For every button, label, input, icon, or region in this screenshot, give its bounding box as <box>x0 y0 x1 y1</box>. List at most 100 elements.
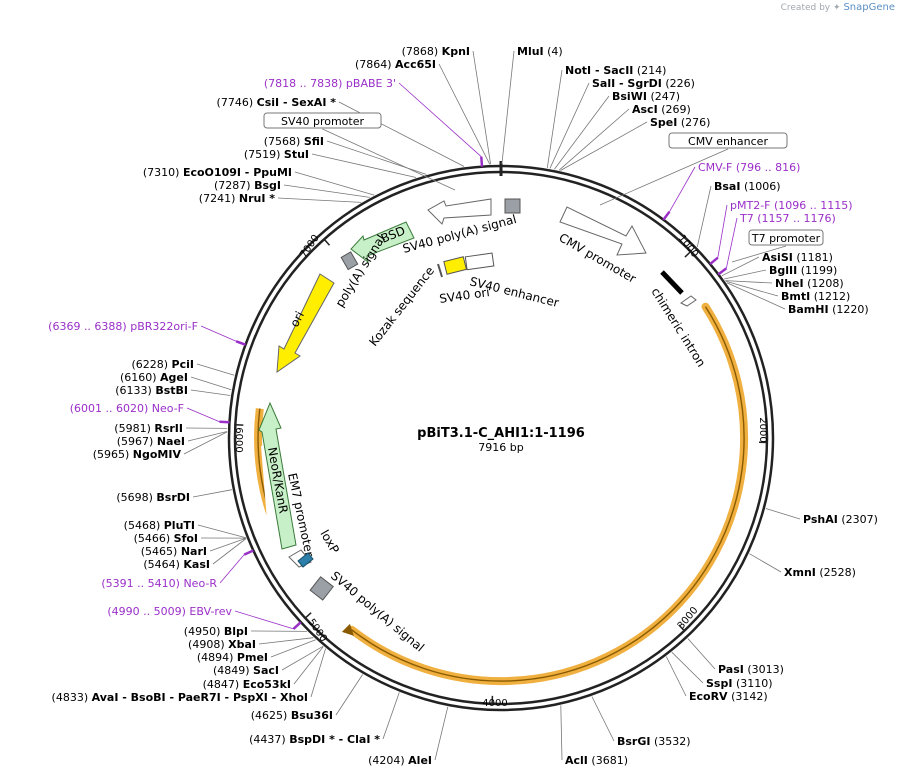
site-name: Eco53kI <box>243 678 291 691</box>
site-label: (5965) NgoMIV <box>93 448 182 461</box>
chimeric-intron-block <box>660 270 684 295</box>
primer-mark <box>235 340 246 346</box>
primer-label: pMT2-F (1096 .. 1115) <box>730 199 853 212</box>
leader-line <box>438 63 491 165</box>
primer-leader <box>186 407 220 423</box>
site-position: (5698) <box>116 491 153 504</box>
site-position: (7310) <box>143 166 180 179</box>
primer-mark <box>480 156 484 167</box>
primer-name: T7 <box>739 212 754 225</box>
leader-line <box>591 696 615 742</box>
primer-mark <box>662 211 671 221</box>
leader-line <box>765 508 801 520</box>
site-label: (4833) AvaI - BsoBI - PaeR7I - PspXI - X… <box>52 691 308 704</box>
leader-line <box>183 431 228 455</box>
site-position: (3110) <box>736 677 773 690</box>
ori-arrow <box>276 273 335 374</box>
site-position: (3681) <box>591 754 628 767</box>
site-name: Bsu36I <box>291 709 333 722</box>
site-name: BglII <box>769 264 797 277</box>
leader-line <box>283 184 370 198</box>
ori-label: ori <box>287 309 307 329</box>
site-position: (276) <box>681 116 711 129</box>
site-label: NotI - SacII (214) <box>565 64 666 77</box>
leader-line <box>382 692 400 740</box>
primer-mark <box>292 621 302 630</box>
cmv-promoter-arrow <box>559 206 647 256</box>
leader-line <box>472 50 491 165</box>
site-label: PshAI (2307) <box>803 513 878 526</box>
leader-line <box>326 140 427 175</box>
site-position: (2528) <box>819 566 856 579</box>
site-name: SspI <box>706 677 732 690</box>
leader-line <box>554 95 610 170</box>
leader-line <box>310 648 326 698</box>
site-label: (5464) KasI <box>143 558 210 571</box>
site-name: BstBI <box>155 384 188 397</box>
site-label: (7519) StuI <box>244 148 309 161</box>
site-label: NheI (1208) <box>775 277 844 290</box>
snapgene-logo-icon: ✦ <box>833 3 841 13</box>
site-position: (5967) <box>117 435 154 448</box>
sv40-promoter-box <box>263 112 382 129</box>
primer-leader <box>398 82 482 157</box>
primer-leader <box>717 204 728 258</box>
site-name: XbaI <box>228 638 256 651</box>
site-label: (7864) Acc65I <box>355 58 436 71</box>
site-name: PshAI <box>803 513 838 526</box>
leader-line <box>671 651 704 684</box>
site-label: (5465) NarI <box>141 545 207 558</box>
leader-line <box>725 280 779 297</box>
site-position: (5465) <box>141 545 178 558</box>
site-name: PciI <box>172 358 194 371</box>
leader-line <box>196 363 235 376</box>
polya-signal-block <box>340 251 359 271</box>
primer-leader <box>234 610 294 630</box>
primer-name: Neo-F <box>152 402 184 415</box>
primer-name: pBR322ori-F <box>130 320 198 333</box>
box-leader <box>322 128 456 191</box>
site-name: BamHI <box>788 303 829 316</box>
site-name: SfiI <box>304 135 324 148</box>
leader-line <box>277 197 362 203</box>
site-label: (7568) SfiI <box>264 135 324 148</box>
sv40-polya-bottom-block <box>309 576 334 601</box>
leader-line <box>187 431 228 442</box>
leader-line <box>726 282 786 310</box>
site-label: (5967) NaeI <box>117 435 185 448</box>
site-label: XmnI (2528) <box>784 566 856 579</box>
sv40-polya-bottom-label: SV40 poly(A) signal <box>328 569 427 655</box>
loxp-label: loxP <box>317 528 341 556</box>
site-name: AscI <box>632 103 658 116</box>
site-name: BspDI * - ClaI * <box>289 733 380 746</box>
site-label: BamHI (1220) <box>788 303 869 316</box>
primer-leader <box>669 166 696 212</box>
site-position: (1208) <box>807 277 844 290</box>
tick-label: 4000 <box>482 698 507 709</box>
sv40-polya-top-block <box>504 198 521 214</box>
site-name: AclI <box>565 754 588 767</box>
site-name: PluTI <box>164 519 195 532</box>
snapgene-credit: Created by ✦ SnapGene <box>781 2 895 13</box>
site-name: AvaI - BsoBI - PaeR7I - PspXI - XhoI <box>92 691 308 704</box>
site-position: (7868) <box>402 45 439 58</box>
site-name: MluI <box>517 45 544 58</box>
primer-position: (4990 .. 5009) <box>107 605 186 618</box>
site-label: (6133) BstBI <box>115 384 188 397</box>
site-position: (4204) <box>368 754 405 767</box>
site-name: EcoRV <box>689 690 728 703</box>
tick-line <box>684 250 692 258</box>
primer-position: (1157 .. 1176) <box>757 212 836 225</box>
sv40-promoter-label: SV40 promoter <box>281 115 365 128</box>
site-position: (1006) <box>744 180 781 193</box>
primer-label: T7 (1157 .. 1176) <box>739 212 836 225</box>
site-label: (4849) SacI <box>213 664 279 677</box>
primer-leader <box>219 554 245 584</box>
site-position: (7519) <box>244 148 281 161</box>
primer-mark <box>709 256 719 266</box>
site-label: (7310) EcoO109I - PpuMI <box>143 166 292 179</box>
site-label: MluI (4) <box>517 45 563 58</box>
site-name: SpeI <box>650 116 677 129</box>
site-label: (4204) AleI <box>368 754 432 767</box>
site-name: BsiWI <box>612 90 647 103</box>
